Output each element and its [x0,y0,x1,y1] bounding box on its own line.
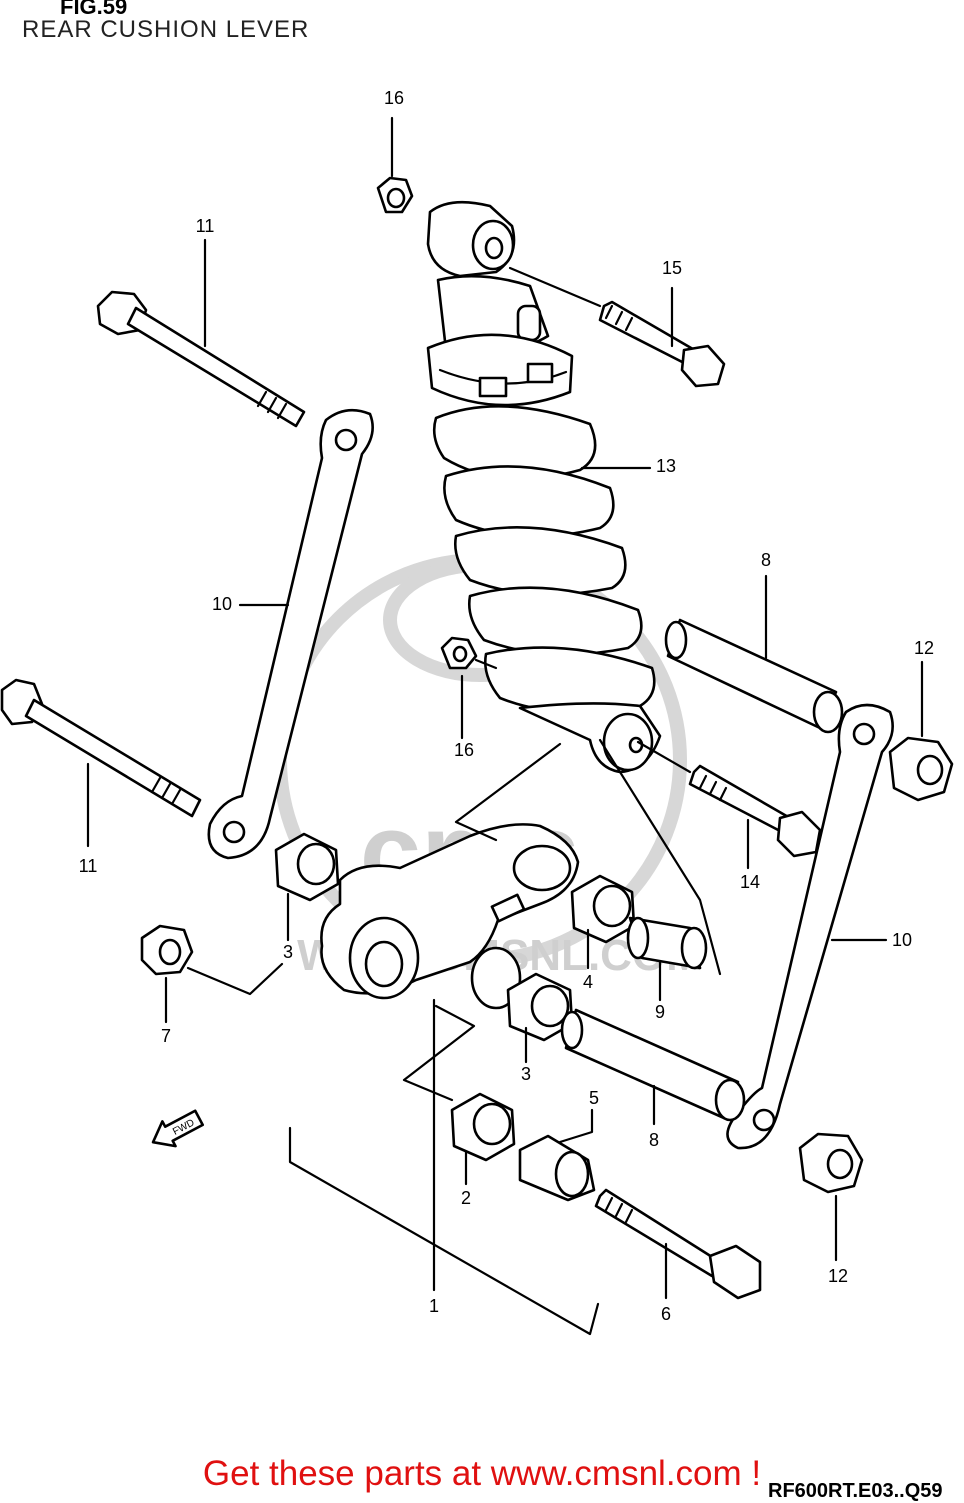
figure-number: FIG.59 [60,0,128,19]
nut-7 [140,924,194,976]
nut-16-top [376,176,414,214]
callout-16: 16 [384,88,404,108]
callout-10: 10 [892,930,912,950]
forward-direction-arrow: FWD [151,1109,205,1148]
link-10-right [726,703,894,1150]
callout-7: 7 [161,1026,171,1046]
nut-12-top [888,736,954,802]
spacer-9 [626,916,708,970]
figure-title: REAR CUSHION LEVER [22,16,310,43]
callout-13: 13 [656,456,676,476]
bolt-6 [594,1188,762,1300]
bushing-3-upper [274,832,340,902]
callout-9: 9 [655,1002,665,1022]
bolt-11-bottom [0,678,202,818]
callout-12: 12 [828,1266,848,1286]
nut-12-bottom [798,1132,864,1194]
callout-1: 1 [429,1296,439,1316]
bushing-2 [450,1092,516,1162]
rear-shock-absorber-13 [426,200,662,774]
callout-14: 14 [740,872,760,892]
callout-5: 5 [589,1088,599,1108]
callout-8: 8 [761,550,771,570]
bolt-11-top [96,290,306,428]
bolt-15 [598,300,726,388]
bolt-14 [688,764,822,858]
callout-3: 3 [283,942,293,962]
spacer-8-top [664,618,844,734]
shop-parts-link[interactable]: Get these parts at www.cmsnl.com ! [202,1454,762,1493]
nut-16-lower [440,636,478,670]
drawing-code: RF600RT.E03..Q59 [768,1480,943,1502]
callout-10: 10 [212,594,232,614]
callout-16: 16 [454,740,474,760]
callout-3: 3 [521,1064,531,1084]
cushion-lever-1 [320,823,580,1010]
bushing-3-lower [506,972,574,1042]
callout-11: 11 [196,216,215,236]
spacer-8-bottom [560,1008,746,1122]
callout-8: 8 [649,1130,659,1150]
link-10-left [207,408,374,860]
callout-6: 6 [661,1304,671,1324]
callout-15: 15 [662,258,682,278]
collar-5 [518,1134,596,1202]
callout-2: 2 [461,1188,471,1208]
callout-4: 4 [583,972,593,992]
callout-12: 12 [914,638,934,658]
bushing-4 [570,874,636,944]
callout-11: 11 [79,856,98,876]
